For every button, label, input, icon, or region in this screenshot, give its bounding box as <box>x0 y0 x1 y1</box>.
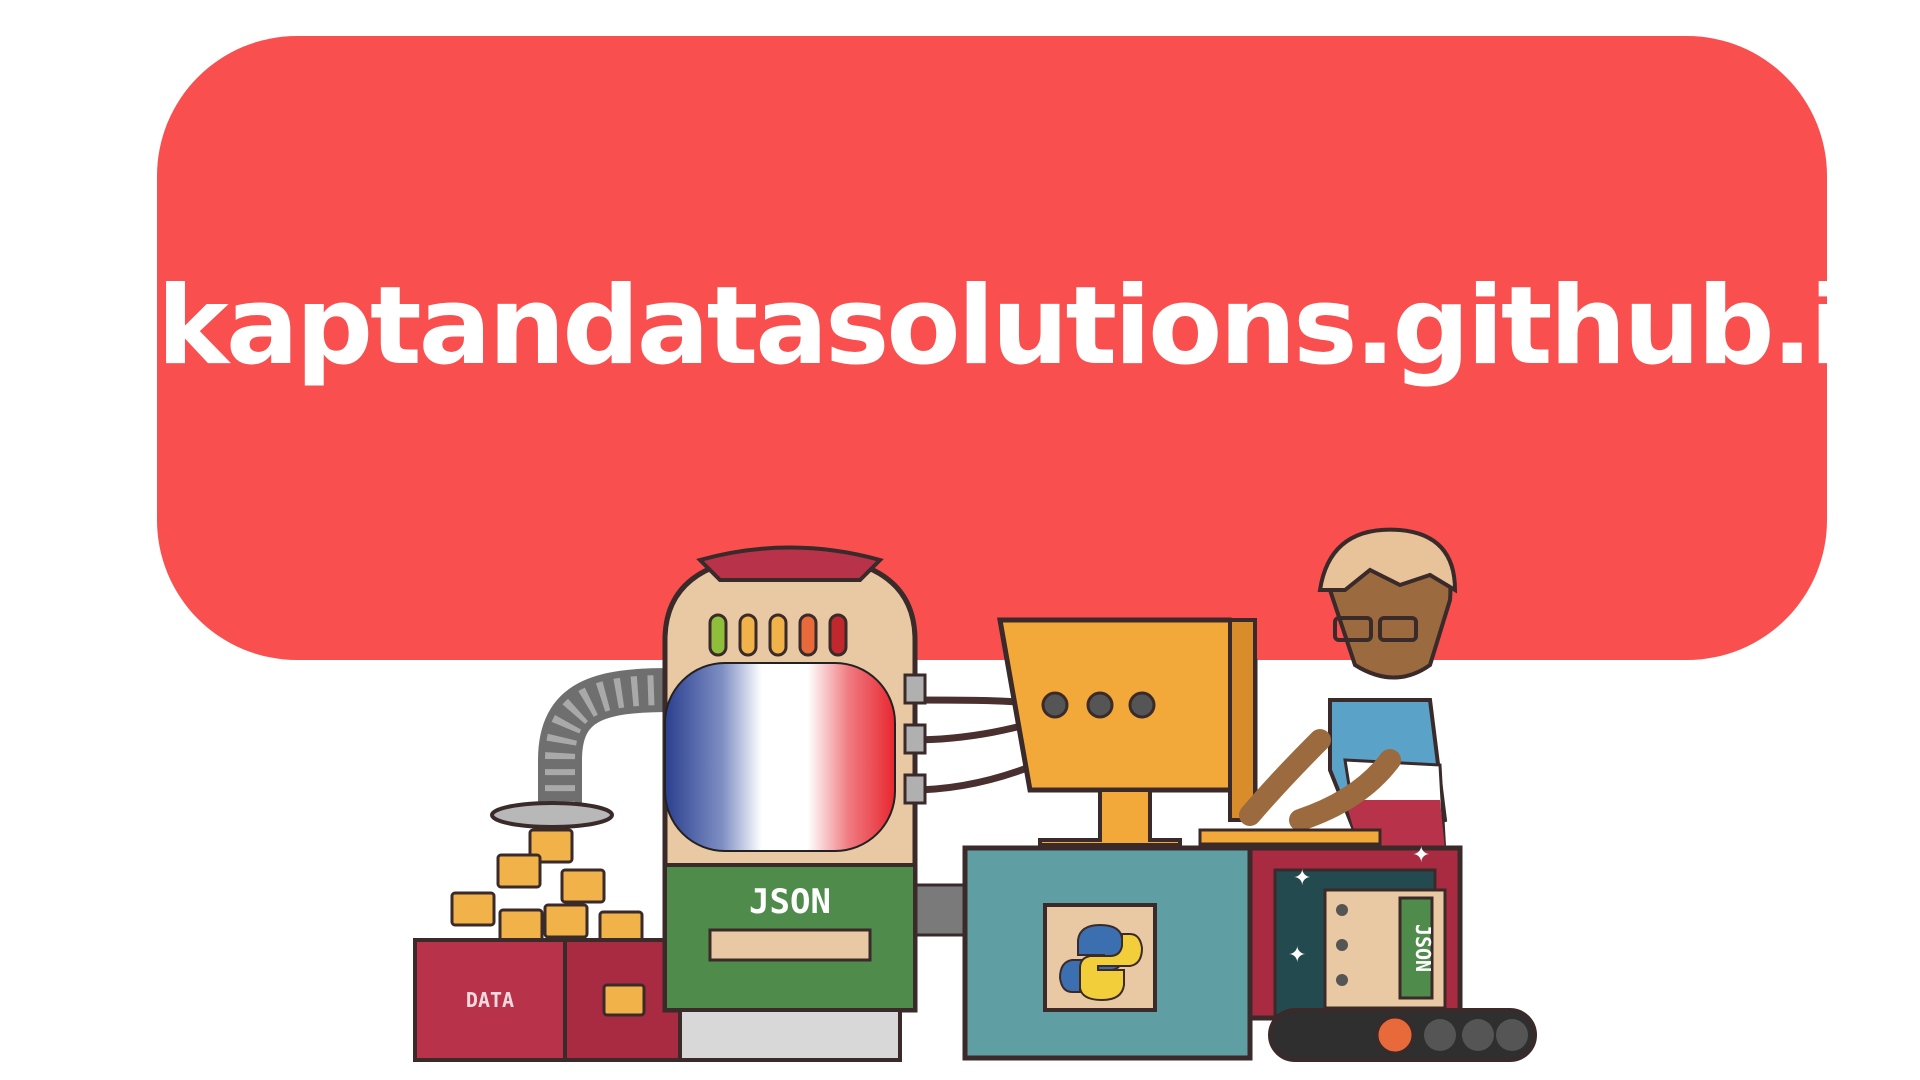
python-machine <box>962 845 1253 1061</box>
sparkle-icon: ✦ <box>1293 866 1311 891</box>
sparkle-icon: ✦ <box>1288 943 1306 968</box>
computer-monitor <box>997 617 1258 847</box>
hose <box>490 668 671 829</box>
france-flag-icon <box>664 662 896 852</box>
tank-label: JSON <box>749 882 831 922</box>
data-crate: DATA <box>413 938 697 1062</box>
developer-character <box>1198 527 1458 857</box>
sparkle-icon: ✦ <box>1412 843 1430 868</box>
title-banner <box>157 36 1827 660</box>
folders <box>450 828 644 946</box>
server-label: JSON <box>1411 924 1435 972</box>
python-logo-icon <box>1058 923 1144 1002</box>
site-title: kaptandatasolutions.github.io <box>157 264 1918 389</box>
crate-label: DATA <box>466 988 514 1012</box>
conveyor-belt <box>1268 1008 1537 1062</box>
json-server: JSON ✦ ✦ ✦ <box>1247 843 1463 1021</box>
